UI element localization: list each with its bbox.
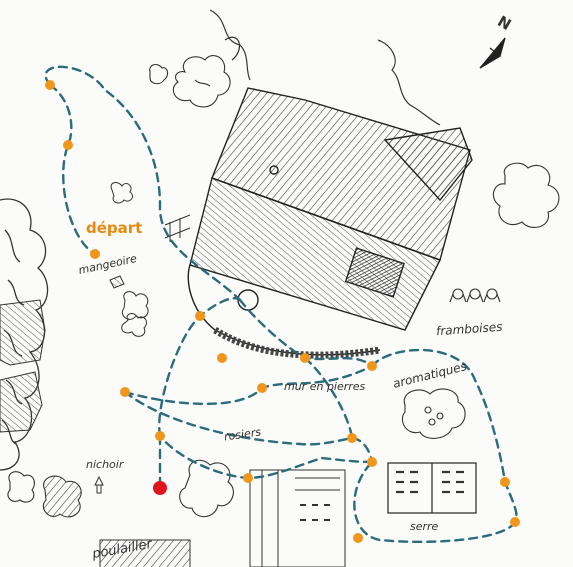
waypoint-marker [367, 361, 377, 371]
tree-top-icon [209, 9, 251, 81]
waypoint-marker [155, 431, 165, 441]
waypoint-marker [217, 353, 227, 363]
bushes-top-icon [149, 55, 231, 108]
birdhouse-icon [94, 475, 104, 494]
herb-garden-icon [401, 388, 466, 439]
waypoint-marker [120, 387, 130, 397]
waypoint-marker [63, 140, 73, 150]
house-icon [187, 87, 473, 356]
vegetable-beds-icon [249, 469, 346, 567]
stone-wall-icon [213, 327, 381, 359]
waypoint-marker [45, 80, 55, 90]
shrubs-left-icon [0, 299, 46, 433]
label-nichoir: nichoir [86, 458, 124, 471]
bush-right-icon [492, 162, 560, 228]
north-arrow-icon [479, 37, 506, 69]
greenhouse-icon [387, 462, 477, 514]
waypoint-marker [300, 353, 310, 363]
waypoints-layer [45, 80, 520, 543]
bushes-bottom-icon [7, 459, 234, 518]
label-mur-en-pierres: mur en pierres [284, 380, 366, 393]
fence-icon [164, 214, 191, 242]
waypoint-marker [195, 311, 205, 321]
waypoint-marker [510, 517, 520, 527]
label-serre: serre [410, 520, 439, 533]
waypoint-marker [500, 477, 510, 487]
chimney-scribble-icon [377, 39, 441, 126]
chicken-coop-icon [99, 539, 191, 567]
waypoint-marker [90, 249, 100, 259]
raspberry-icon [449, 288, 501, 303]
label-depart: départ [86, 219, 143, 237]
bush-center-icon [121, 291, 149, 337]
bush-small-icon [110, 182, 133, 204]
start-marker [153, 481, 167, 495]
waypoint-marker [243, 473, 253, 483]
waypoint-marker [367, 457, 377, 467]
waypoint-marker [257, 383, 267, 393]
feeder-icon [109, 275, 125, 289]
waypoint-marker [353, 533, 363, 543]
waypoint-marker [347, 433, 357, 443]
